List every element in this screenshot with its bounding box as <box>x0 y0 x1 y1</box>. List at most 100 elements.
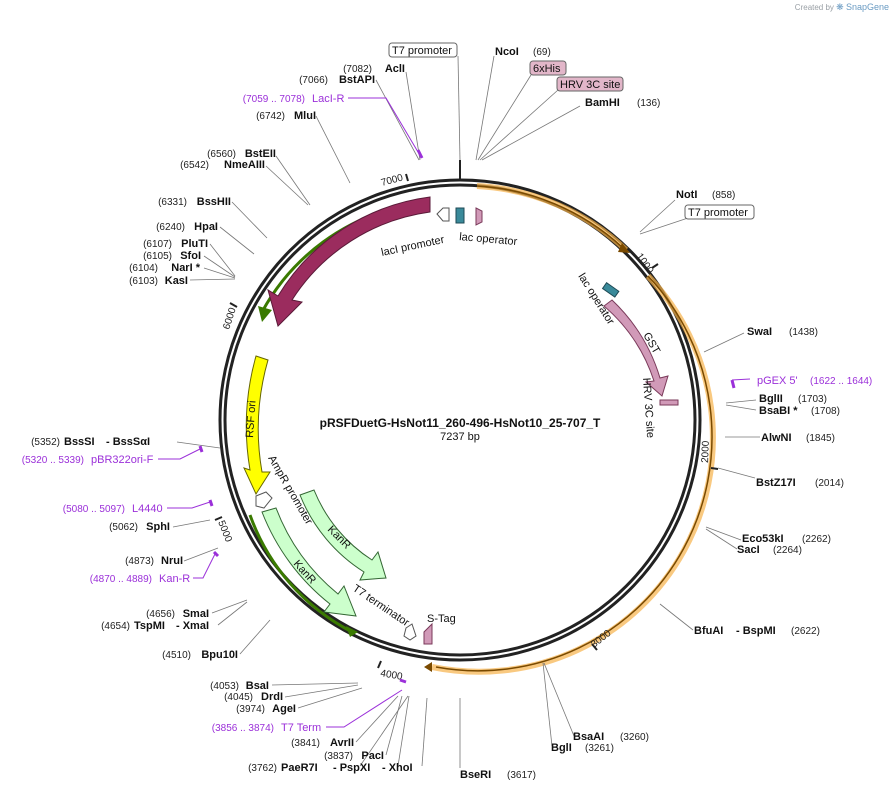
enzyme-bstz17i-pos: (2014) <box>815 478 844 489</box>
enzyme-paci: PacI <box>361 750 384 762</box>
t7-promoter-right-label: T7 promoter <box>688 207 748 219</box>
enzyme-sphi: SphI <box>146 521 170 533</box>
laci-feature: lacI <box>258 196 431 327</box>
plasmid-name: pRSFDuetG-HsNot11_260-496-HsNot10_25-707… <box>320 416 601 430</box>
primer-laci-r: LacI-R <box>312 93 344 105</box>
kanr-outer-feature: KanR <box>248 507 358 637</box>
tick-6000: 6000 <box>221 306 238 331</box>
enzyme-bspmi: - BspMI <box>736 625 776 637</box>
primer-t7-term: T7 Term <box>281 722 321 734</box>
enzyme-bseri-pos: (3617) <box>507 770 536 781</box>
enzyme-mlui: MluI <box>294 110 316 122</box>
hrv-site-mark <box>659 399 679 406</box>
snapgene-credit: Created by ❋ SnapGene <box>795 2 889 13</box>
credit-brand: SnapGene <box>845 2 889 12</box>
enzyme-noti: NotI <box>676 189 697 201</box>
hrv-site-top-label: HRV 3C site <box>560 79 620 91</box>
tick-4000: 4000 <box>379 668 403 683</box>
enzyme-bsssi: BssSI <box>64 436 95 448</box>
enzyme-bstapi: BstAPI <box>339 74 375 86</box>
enzyme-bamhi-pos: (136) <box>637 98 660 109</box>
enzyme-nari-pos: (6104) <box>129 263 158 274</box>
enzyme-bamhi: BamHI <box>585 97 620 109</box>
s-tag-label: S-Tag <box>427 613 456 625</box>
enzyme-alwni-pos: (1845) <box>806 433 835 444</box>
enzyme-xhoi: - XhoI <box>382 762 413 774</box>
laci-promoter-label: lacI promoter <box>380 234 446 259</box>
lac-operator-top-label: lac operator <box>459 231 518 248</box>
primer-l4440: L4440 <box>132 503 163 515</box>
enzyme-bsteii: BstEII <box>245 148 276 160</box>
his-tag-label: 6xHis <box>533 63 561 75</box>
primer-lines <box>158 97 751 728</box>
plasmid-size: 7237 bp <box>440 431 480 443</box>
kanr-inner-arrow <box>299 489 387 581</box>
enzyme-alwni: AlwNI <box>761 432 792 444</box>
enzyme-bsaai: BsaAI <box>573 731 604 743</box>
t7-promoter-top-label: T7 promoter <box>392 45 452 57</box>
enzyme-bsabi-pos: (1708) <box>811 406 840 417</box>
enzyme-bseri: BseRI <box>460 769 491 781</box>
primer-pgex5: pGEX 5' <box>757 375 798 387</box>
credit-prefix: Created by <box>794 3 834 12</box>
enzyme-paer7i: PaeR7I <box>281 762 318 774</box>
primer-t7-term-range: (3856 .. 3874) <box>212 723 274 734</box>
enzyme-xmai: - XmaI <box>176 620 209 632</box>
gst-feature: GST <box>603 299 669 397</box>
enzyme-paci-pos: (3837) <box>324 751 353 762</box>
enzyme-pluti-pos: (6107) <box>143 239 172 250</box>
laci-arrow <box>267 196 431 327</box>
enzyme-swai: SwaI <box>747 326 772 338</box>
rsf-ori-feature: RSF ori <box>243 355 271 496</box>
enzyme-smai-pos: (4656) <box>146 609 175 620</box>
enzyme-eco53ki: Eco53kI <box>742 533 784 545</box>
enzyme-bstz17i: BstZ17I <box>756 477 796 489</box>
laci-promoter-arrow <box>436 207 450 222</box>
snapgene-logo-icon: ❋ <box>836 2 844 12</box>
enzyme-saci: SacI <box>737 544 760 556</box>
t7-terminator-label: T7 terminator <box>350 583 411 630</box>
enzyme-avrii-pos: (3841) <box>291 738 320 749</box>
enzyme-bsai: BsaI <box>246 680 269 692</box>
gst-arrow <box>603 299 669 397</box>
enzyme-acli: AclI <box>385 63 405 75</box>
enzyme-saci-pos: (2264) <box>773 545 802 556</box>
enzyme-tspmi: TspMI <box>134 620 165 632</box>
enzyme-nari: NarI * <box>171 262 200 274</box>
enzyme-acli-pos: (7082) <box>343 64 372 75</box>
hrv-site-label: HRV 3C site <box>640 377 656 438</box>
enzyme-sfoi-pos: (6105) <box>143 251 172 262</box>
ampr-promoter-arrow <box>255 491 273 509</box>
kanr-green-arc <box>248 514 353 634</box>
enzyme-bgli: BglI <box>551 742 572 754</box>
lac-operator-top <box>455 207 465 224</box>
boxed-features: T7 promoter 6xHis HRV 3C site T7 promote… <box>388 42 755 220</box>
enzyme-bsteii-pos: (6560) <box>207 149 236 160</box>
primer-pbr322ori-f: pBR322ori-F <box>91 454 154 466</box>
enzyme-mlui-pos: (6742) <box>256 111 285 122</box>
rsf-ori-label: RSF ori <box>244 400 259 438</box>
enzyme-hpai-pos: (6240) <box>156 222 185 233</box>
enzyme-drdi-pos: (4045) <box>224 692 253 703</box>
enzyme-bglii: BglII <box>759 393 783 405</box>
enzyme-drdi: DrdI <box>261 691 283 703</box>
enzymes-left: AclI (7082) BstAPI (7066) MluI (6742) Bs… <box>31 63 412 774</box>
his-tag-mark <box>475 207 483 226</box>
enzyme-nmeaiii: NmeAIII <box>224 159 265 171</box>
primer-laci-r-range: (7059 .. 7078) <box>243 94 305 105</box>
enzyme-bstapi-pos: (7066) <box>299 75 328 86</box>
primer-kan-r: Kan-R <box>159 573 190 585</box>
leader-lines <box>172 55 760 768</box>
tick-5000: 5000 <box>215 519 234 544</box>
cds-arcs <box>424 183 716 675</box>
enzyme-bglii-pos: (1703) <box>798 394 827 405</box>
enzyme-bgli-pos: (3261) <box>585 743 614 754</box>
enzyme-agei: AgeI <box>272 703 296 715</box>
enzyme-bpu10i-pos: (4510) <box>162 650 191 661</box>
enzyme-ncoi: NcoI <box>495 46 519 58</box>
enzyme-bsaai-pos: (3260) <box>620 732 649 743</box>
enzyme-ncoi-pos: (69) <box>533 47 551 58</box>
primer-pbr322ori-f-range: (5320 .. 5339) <box>22 455 84 466</box>
enzyme-agei-pos: (3974) <box>236 704 265 715</box>
